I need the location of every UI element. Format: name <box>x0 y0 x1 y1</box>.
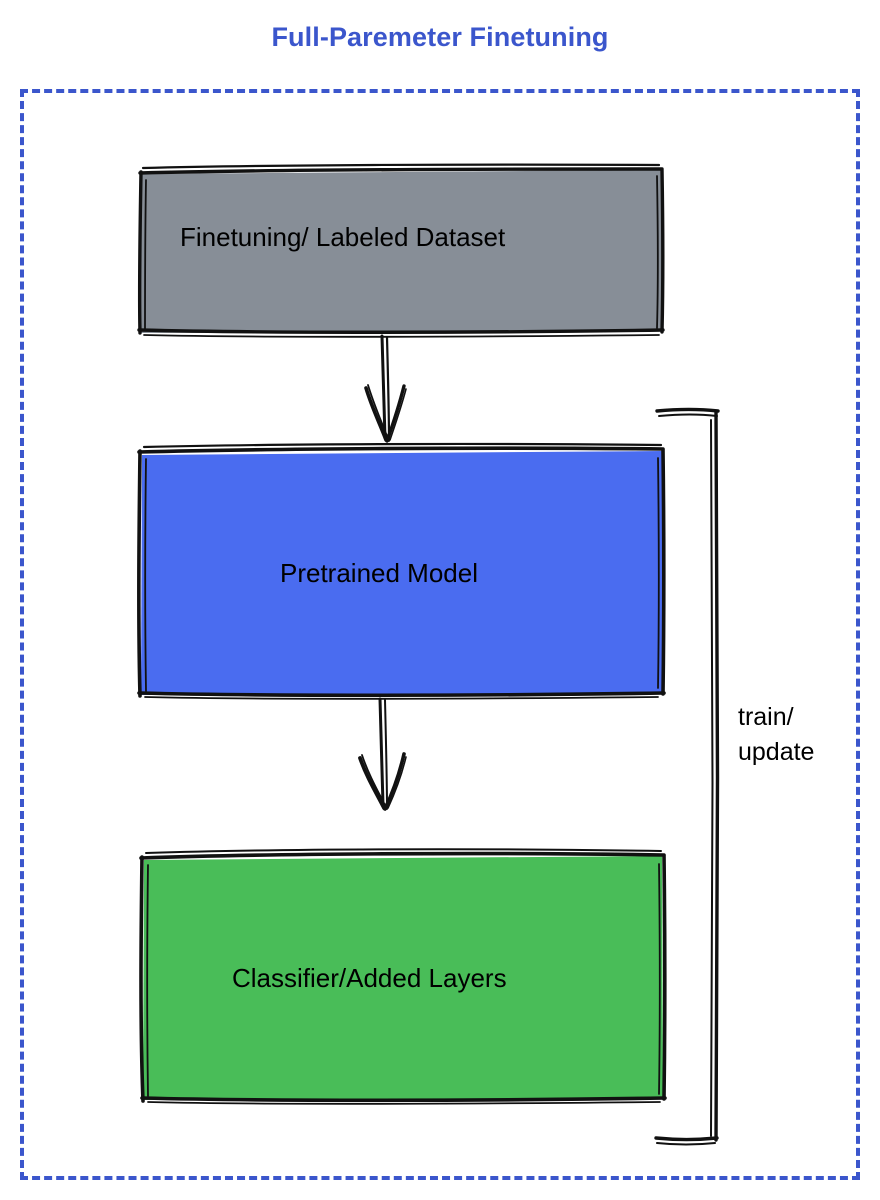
edge-label-train-line1: train/ <box>738 703 794 731</box>
edge-label-train-update: train/ update <box>738 700 814 770</box>
node-label-classifier: Classifier/Added Layers <box>232 963 507 993</box>
dashed-boundary-container <box>20 89 860 1180</box>
edge-label-train-line2: update <box>738 738 815 766</box>
node-label-pretrained: Pretrained Model <box>280 558 478 588</box>
node-label-dataset: Finetuning/ Labeled Dataset <box>180 222 506 252</box>
page-title: Full-Paremeter Finetuning <box>271 22 609 52</box>
